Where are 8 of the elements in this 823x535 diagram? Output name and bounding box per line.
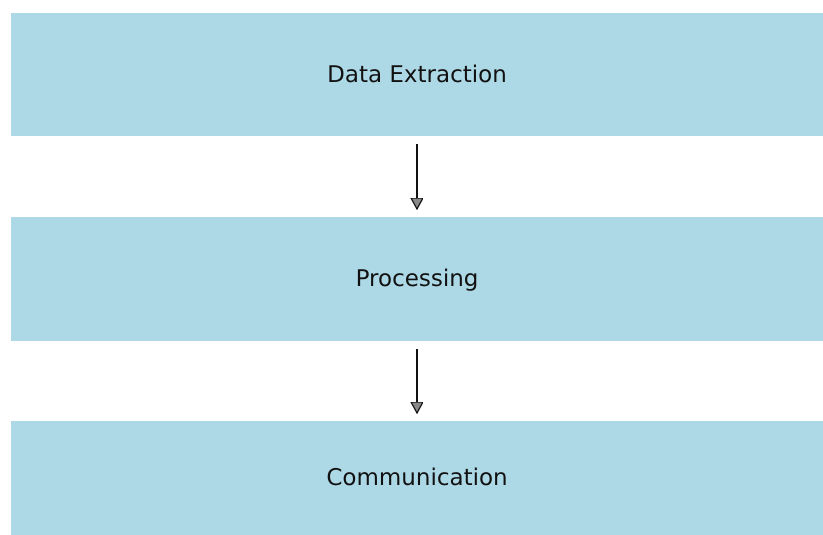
process-box <box>11 217 823 341</box>
process-box <box>11 13 823 136</box>
box-label: Communication <box>326 465 508 491</box>
arrow <box>410 144 424 210</box>
arrow <box>410 349 424 414</box>
process-box <box>11 421 823 535</box>
box-label: Data Extraction <box>327 62 507 88</box>
box-label: Processing <box>356 266 478 292</box>
